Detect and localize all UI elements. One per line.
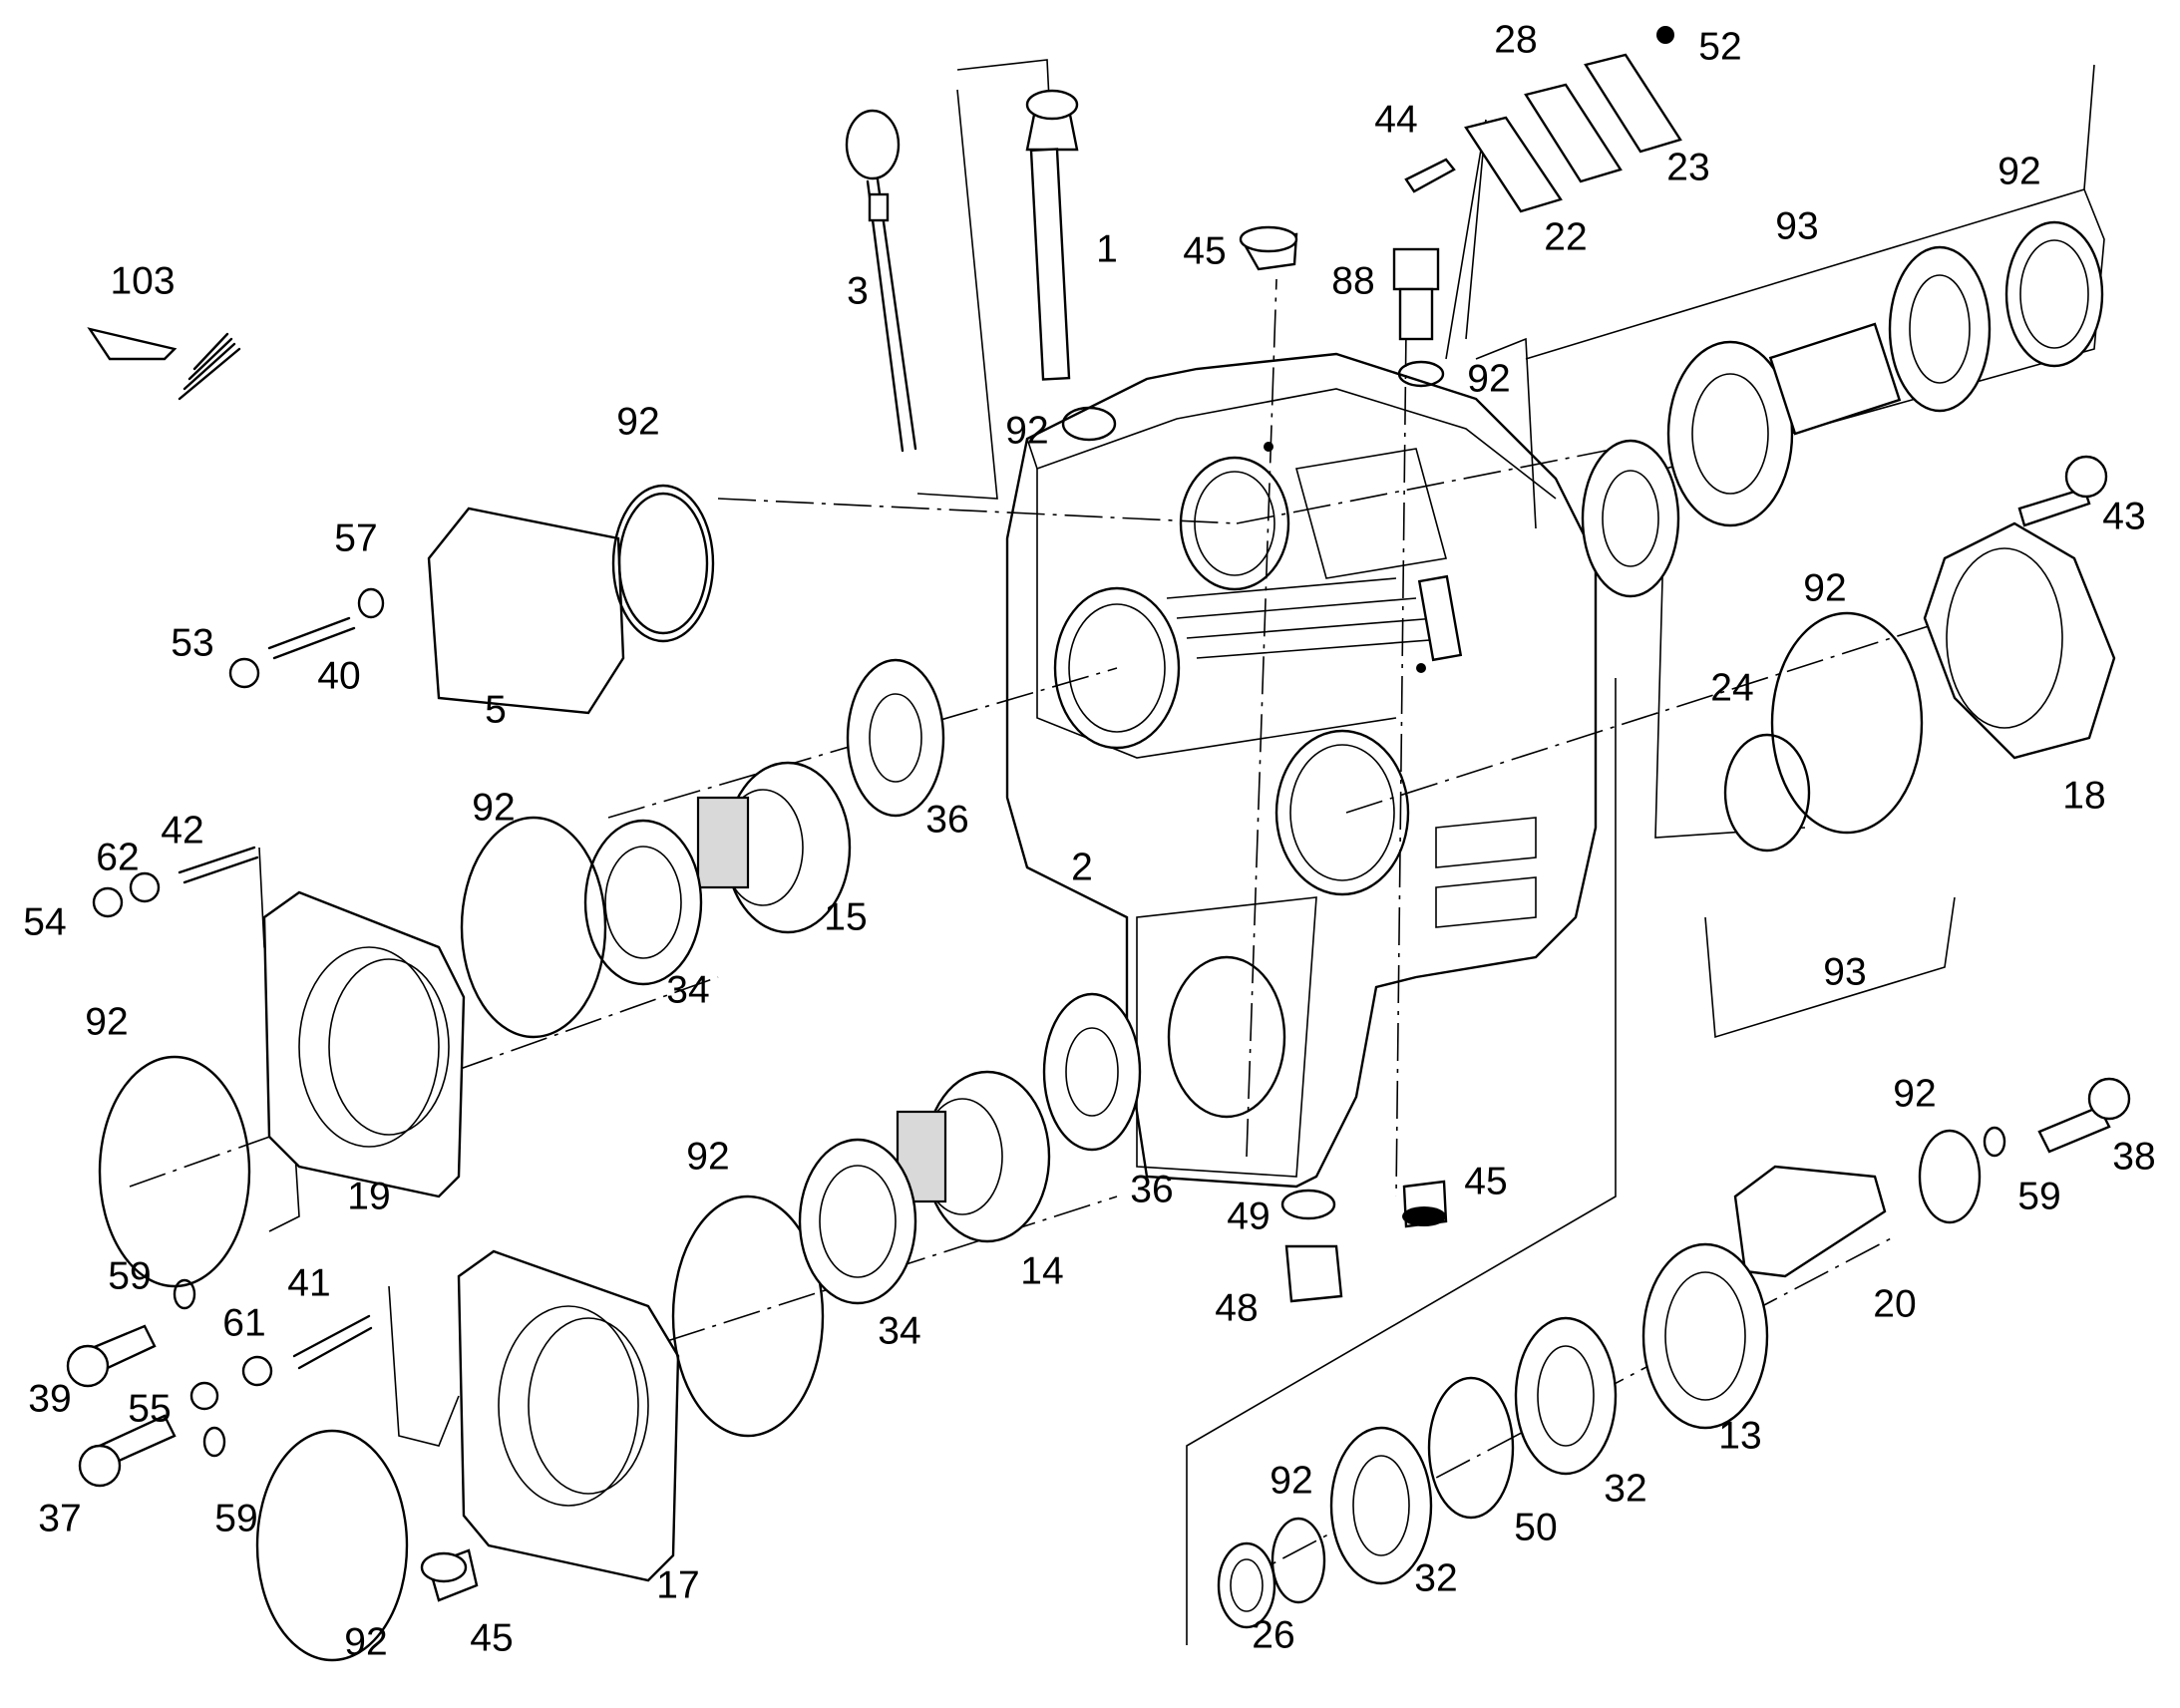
part-103-sealant [87,327,241,401]
callout-61: 61 [222,1301,266,1345]
callout-57: 57 [334,516,378,560]
callout-38: 38 [2112,1135,2156,1179]
callout-53: 53 [171,621,214,665]
callout-92-b: 92 [1005,409,1049,453]
callout-59-c: 59 [2017,1175,2061,1218]
callout-92-f: 92 [472,786,516,830]
callout-22: 22 [1544,215,1588,259]
callout-41: 41 [287,1261,331,1305]
callout-20: 20 [1873,1282,1917,1326]
gearbox-housing [1005,352,1598,1189]
callout-44: 44 [1374,98,1418,142]
callout-62: 62 [96,836,140,879]
callout-59-a: 59 [108,1254,152,1298]
callout-43: 43 [2102,495,2146,538]
callout-92-d: 92 [1998,150,2041,193]
callout-59-b: 59 [214,1497,258,1540]
parts-right-cover [1723,455,2116,853]
callout-50: 50 [1514,1506,1558,1549]
part-45-plug-top [1239,225,1298,271]
callout-92-i: 92 [1893,1072,1937,1116]
callout-24: 24 [1710,666,1754,710]
callout-36-a: 36 [925,798,969,842]
callout-49: 49 [1227,1195,1271,1238]
callout-36-b: 36 [1130,1168,1174,1211]
callout-3: 3 [847,269,869,313]
callout-92-h: 92 [686,1135,730,1179]
callout-88: 88 [1331,259,1375,303]
part-88-valve [1392,247,1445,388]
callout-32-b: 32 [1414,1556,1458,1600]
callout-19: 19 [347,1175,391,1218]
part-5-cover [228,484,715,715]
callout-92-g: 92 [85,1000,129,1044]
callout-5: 5 [485,688,507,732]
part-17-flange [66,1195,825,1662]
callout-32-a: 32 [1604,1467,1647,1511]
callout-34-a: 34 [666,968,710,1012]
callout-52: 52 [1698,25,1742,69]
ring-92-tube [1061,406,1117,442]
parts-middle-shaft [798,992,1142,1305]
callout-92-e: 92 [1803,566,1847,610]
callout-23: 23 [1666,146,1710,189]
callout-13: 13 [1718,1414,1762,1458]
callout-55: 55 [128,1387,172,1431]
callout-93-b: 93 [1823,950,1867,994]
callout-48: 48 [1215,1286,1259,1330]
callout-14: 14 [1020,1249,1064,1293]
callout-42: 42 [161,809,204,853]
callout-93-a: 93 [1775,204,1819,248]
callout-92-c: 92 [1467,357,1511,401]
part-1-breather-tube [1025,89,1079,381]
callout-92-k: 92 [344,1620,388,1664]
callout-17: 17 [656,1563,700,1607]
callout-15: 15 [824,895,868,939]
callout-45-a: 45 [1183,229,1227,273]
callout-26: 26 [1252,1613,1295,1657]
parts-upper-shaft [460,658,945,1039]
part-19-flange [92,846,466,1288]
callout-92-j: 92 [1270,1459,1313,1503]
part-3-dipstick [845,109,917,453]
callout-54: 54 [23,900,67,944]
callout-103: 103 [110,259,176,303]
callout-40: 40 [317,654,361,698]
callout-34-b: 34 [878,1309,921,1353]
callout-2: 2 [1071,846,1093,889]
callout-45-c: 45 [470,1616,514,1660]
callout-39: 39 [28,1377,72,1421]
callout-45-b: 45 [1464,1160,1508,1203]
callout-37: 37 [38,1497,82,1540]
callout-28: 28 [1494,18,1538,62]
callout-92-a: 92 [616,400,660,444]
parts-bottom-plugs [1280,1180,1448,1303]
callout-18: 18 [2062,774,2106,818]
parts-upper-right-shaft [1581,220,2104,598]
parts-22-23-28-44-52 [1404,26,1682,213]
parts-lower-right-shaft [1217,1077,2131,1629]
callout-1: 1 [1096,227,1118,271]
